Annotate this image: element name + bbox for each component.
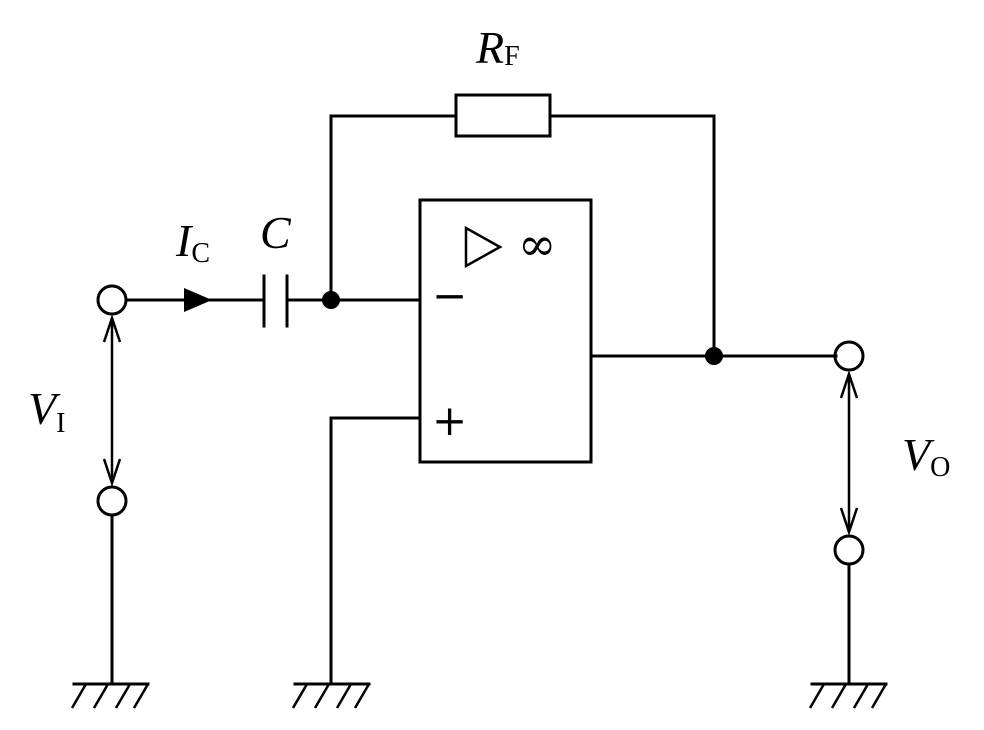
feedback-resistor-label: RF <box>475 22 520 73</box>
feedback-wire-right <box>548 114 716 358</box>
output-voltage-arrow-head-down <box>839 507 859 536</box>
noninverting-ground-wire <box>329 416 422 686</box>
feedback-resistor <box>454 93 552 138</box>
input-voltage-label: VI <box>28 383 65 439</box>
input-current-label: IC <box>175 215 210 269</box>
input-terminal-top <box>96 284 128 316</box>
output-terminal-top <box>833 340 865 372</box>
opamp-body <box>418 198 593 464</box>
ground-symbol-noninverting <box>291 682 371 709</box>
input-voltage-arrow-head-up <box>102 314 122 343</box>
opamp-gain-symbol: ∞ <box>518 217 556 271</box>
input-voltage-arrow-head-down <box>102 458 122 487</box>
opamp-triangle-icon <box>464 225 503 269</box>
ground-symbol-output <box>808 682 888 709</box>
ground-symbol-input <box>70 682 150 709</box>
output-voltage-label: VO <box>902 429 950 483</box>
output-voltage-arrow-head-up <box>839 370 859 399</box>
output-terminal-bottom <box>833 534 865 566</box>
input-current-arrow <box>184 288 212 312</box>
inverting-input-symbol: − <box>432 271 467 320</box>
noninverting-input-symbol: + <box>432 396 467 445</box>
feedback-wire-left <box>329 114 458 302</box>
output-junction-dot <box>705 347 723 365</box>
capacitor-label: C <box>260 207 292 258</box>
input-terminal-bottom <box>96 485 128 517</box>
